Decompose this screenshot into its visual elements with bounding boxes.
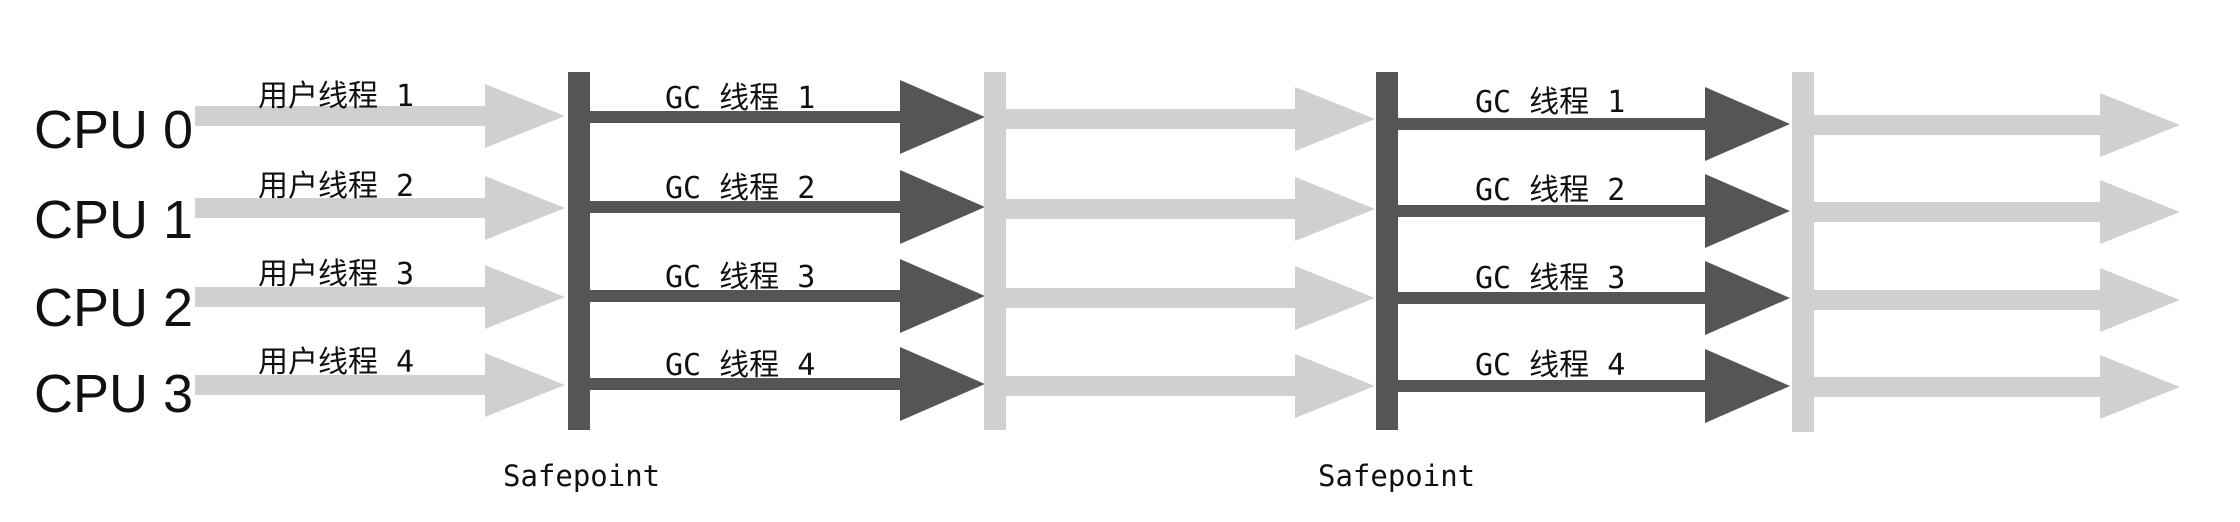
resumed-thread-arrows-2 [1814, 93, 2180, 419]
resume-bar-2 [1792, 72, 1814, 432]
gc-thread-arrow-2-2 [1398, 261, 1790, 335]
user-thread-arrow-0 [195, 84, 565, 148]
user-thread-label-1: 用户线程 2 [258, 169, 414, 204]
gc-thread-label-2-1: GC 线程 2 [1475, 173, 1625, 208]
cpu-label-0: CPU 0 [34, 100, 193, 160]
gc-thread-arrow-1 [590, 170, 985, 244]
resumed-thread-arrow-2-1 [1814, 180, 2180, 244]
safepoint-bar-2 [1376, 72, 1398, 430]
user-thread-label-0: 用户线程 1 [258, 79, 414, 114]
cpu-label-1: CPU 1 [34, 190, 193, 250]
resumed-thread-arrows-1 [1006, 87, 1375, 418]
resume-bar-1 [984, 72, 1006, 430]
gc-thread-arrow-2 [590, 259, 985, 333]
user-thread-arrow-2 [195, 265, 565, 329]
gc-thread-arrow-0 [590, 80, 985, 154]
gc-thread-arrow-2-0 [1398, 87, 1790, 161]
safepoint-label-2: Safepoint [1318, 459, 1475, 493]
gc-thread-arrow-2-1 [1398, 174, 1790, 248]
cpu-label-2: CPU 2 [34, 278, 193, 338]
cpu-label-3: CPU 3 [34, 364, 193, 424]
gc-thread-arrow-3 [590, 347, 985, 421]
gc-thread-label-2-0: GC 线程 1 [1475, 85, 1625, 120]
resumed-thread-arrow-2-2 [1814, 268, 2180, 332]
gc-thread-labels-1: GC 线程 1 GC 线程 2 GC 线程 3 GC 线程 4 [665, 81, 815, 383]
user-thread-arrow-3 [195, 353, 565, 417]
safepoint-label-1: Safepoint [503, 459, 660, 493]
gc-thread-label-1: GC 线程 2 [665, 171, 815, 206]
gc-thread-arrow-2-3 [1398, 349, 1790, 423]
resumed-thread-arrow-0 [1006, 87, 1375, 151]
user-thread-labels: 用户线程 1 用户线程 2 用户线程 3 用户线程 4 [258, 79, 414, 380]
cpu-labels: CPU 0 CPU 1 CPU 2 CPU 3 [34, 100, 193, 424]
resumed-thread-arrow-2-0 [1814, 93, 2180, 157]
gc-thread-labels-2: GC 线程 1 GC 线程 2 GC 线程 3 GC 线程 4 [1475, 85, 1625, 383]
user-thread-label-3: 用户线程 4 [258, 345, 414, 380]
user-thread-arrows [195, 84, 565, 417]
gc-thread-label-0: GC 线程 1 [665, 81, 815, 116]
user-thread-label-2: 用户线程 3 [258, 257, 414, 292]
gc-thread-label-2-2: GC 线程 3 [1475, 261, 1625, 296]
resumed-thread-arrow-2-3 [1814, 355, 2180, 419]
gc-thread-label-2-3: GC 线程 4 [1475, 348, 1625, 383]
gc-thread-label-2: GC 线程 3 [665, 260, 815, 295]
gc-thread-label-3: GC 线程 4 [665, 348, 815, 383]
resumed-thread-arrow-1 [1006, 177, 1375, 241]
gc-thread-arrows-1 [590, 80, 985, 421]
gc-thread-arrows-2 [1398, 87, 1790, 423]
user-thread-arrow-1 [195, 176, 565, 240]
resumed-thread-arrow-3 [1006, 354, 1375, 418]
safepoint-bar-1 [568, 72, 590, 430]
resumed-thread-arrow-2 [1006, 266, 1375, 330]
